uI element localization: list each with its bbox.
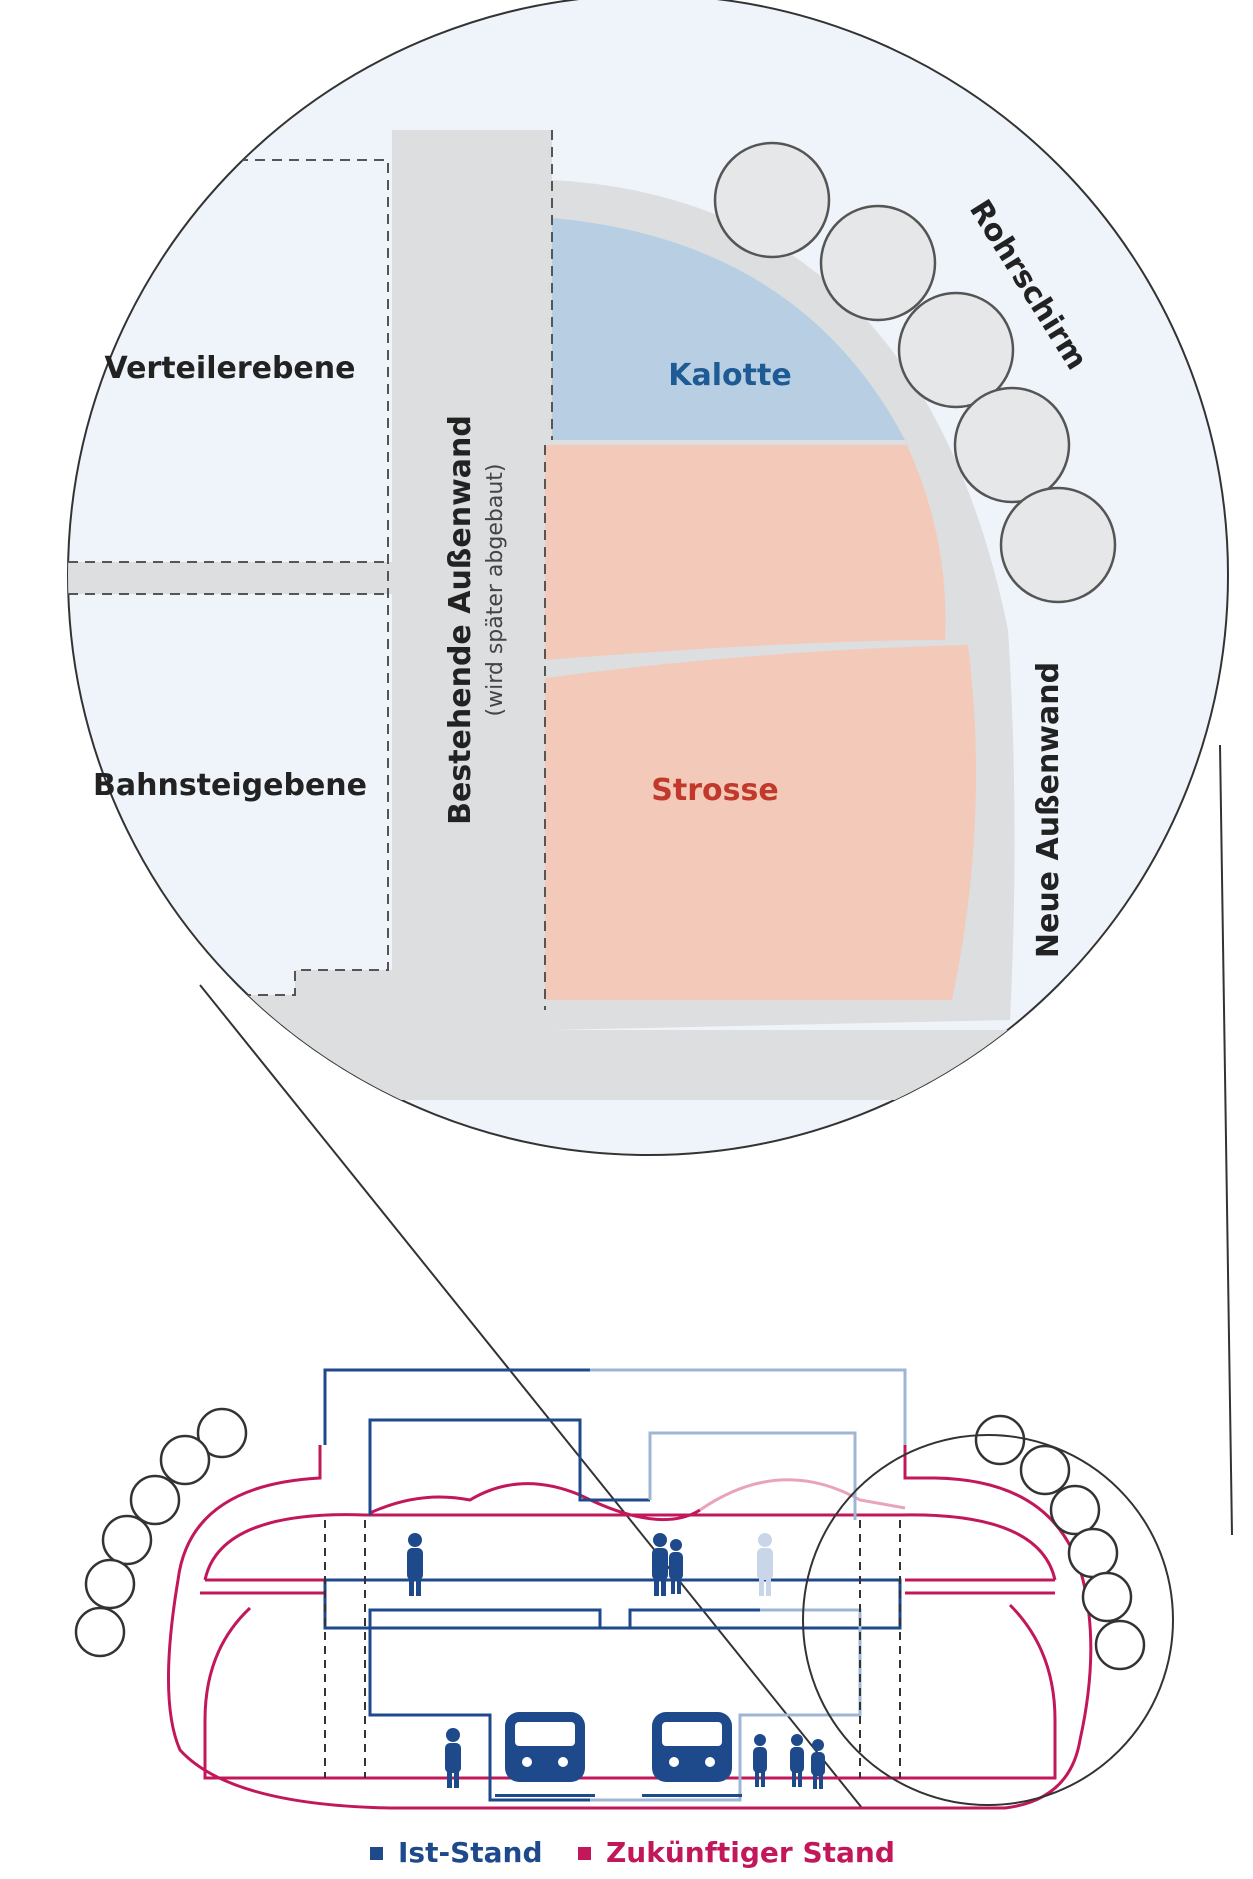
legend-label-ist-stand: Ist-Stand [398,1836,543,1869]
pipe-umbrella-circles [713,141,1117,604]
label-kalotte: Kalotte [668,358,791,393]
existing-wall-shape [392,130,552,1030]
legend-label-zukuenftiger-stand: Zukünftiger Stand [606,1836,895,1869]
dashed-walls [324,1520,901,1778]
label-wird-spaeter-abgebaut: (wird später abgebaut) [483,464,508,717]
legend-swatch-ist-stand [370,1847,383,1860]
small-pipe-circles-left [74,1407,248,1658]
label-strosse: Strosse [651,773,778,808]
zoom-source-circle [802,1434,1174,1806]
train-right [642,1712,742,1797]
people-figures [407,1533,825,1789]
strosse-lower-shape [545,645,977,1000]
label-neue-aussenwand: Neue Außenwand [1031,662,1066,958]
legend: Ist-Stand Zukünftiger Stand [370,1836,895,1869]
legend-swatch-zukuenftiger-stand [578,1847,591,1860]
train-left [495,1712,595,1797]
label-bahnsteigebene: Bahnsteigebene [93,768,367,803]
small-pipe-circles-right [974,1414,1146,1671]
label-verteilerebene: Verteilerebene [105,351,356,386]
cross-section [74,1368,1174,1810]
magnified-detail: Verteilerebene Bahnsteigebene Bestehende… [67,0,1229,1156]
strosse-upper-shape [545,445,946,660]
kalotte-shape [552,218,905,440]
label-bestehende-aussenwand: Bestehende Außenwand [443,415,478,825]
zoom-connector-lines [199,744,1233,1809]
slab-band [68,562,392,594]
